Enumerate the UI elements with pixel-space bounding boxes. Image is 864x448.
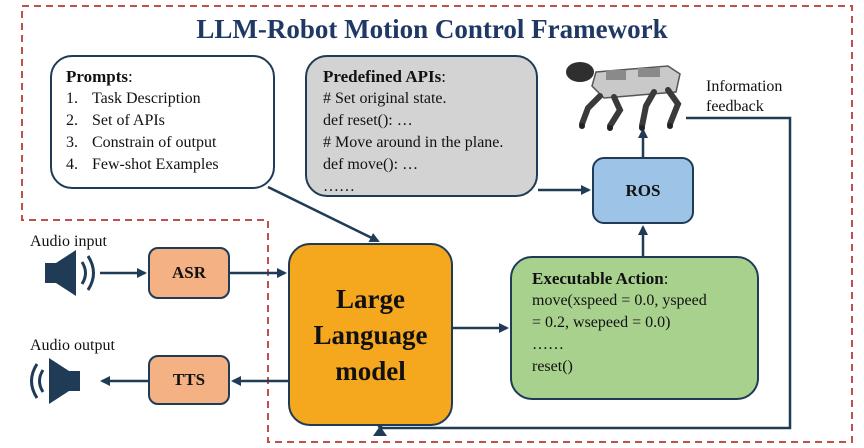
speaker-output-icon bbox=[30, 358, 80, 404]
predefined-apis-box: Predefined APIs: # Set original state. d… bbox=[305, 55, 538, 197]
information-feedback-label: Information feedback bbox=[706, 78, 783, 115]
exec-line: …… bbox=[532, 336, 564, 353]
exec-line: = 0.2, wsepeed = 0.0) bbox=[532, 314, 671, 331]
prompts-item: 3.Constrain of output bbox=[66, 134, 217, 151]
arrow-prompts-to-llm bbox=[267, 185, 380, 243]
tts-label: TTS bbox=[172, 370, 206, 389]
asr-box: ASR bbox=[148, 247, 230, 299]
api-line: # Move around in the plane. bbox=[323, 134, 504, 151]
llm-box: Large Language model bbox=[288, 243, 453, 426]
audio-output-label: Audio output bbox=[30, 337, 115, 354]
quadruped-robot-icon bbox=[566, 62, 682, 131]
exec-heading: Executable Action: bbox=[532, 269, 669, 288]
api-line: def move(): … bbox=[323, 156, 419, 173]
diagram-title: LLM-Robot Motion Control Framework bbox=[196, 14, 668, 44]
api-line: …… bbox=[323, 178, 355, 195]
api-line: # Set original state. bbox=[323, 90, 447, 107]
audio-input-label: Audio input bbox=[30, 233, 107, 250]
prompts-item: 4.Few-shot Examples bbox=[66, 156, 219, 173]
prompts-box: Prompts: 1.Task Description 2.Set of API… bbox=[50, 55, 275, 189]
prompts-item: 2.Set of APIs bbox=[66, 112, 165, 129]
asr-label: ASR bbox=[171, 263, 206, 282]
llm-label: Large Language model bbox=[313, 283, 428, 386]
ros-box: ROS bbox=[592, 157, 694, 224]
tts-box: TTS bbox=[148, 355, 230, 405]
executable-action-box: Executable Action: move(xspeed = 0.0, ys… bbox=[510, 256, 759, 400]
exec-line: move(xspeed = 0.0, yspeed bbox=[532, 292, 707, 309]
apis-heading: Predefined APIs: bbox=[323, 67, 446, 86]
prompts-item: 1.Task Description bbox=[66, 90, 201, 107]
speaker-input-icon bbox=[45, 250, 95, 296]
api-line: def reset(): … bbox=[323, 112, 413, 129]
prompts-heading: Prompts: bbox=[66, 67, 133, 86]
ros-label: ROS bbox=[625, 180, 661, 200]
framework-boundary bbox=[21, 5, 853, 443]
exec-line: reset() bbox=[532, 358, 573, 375]
